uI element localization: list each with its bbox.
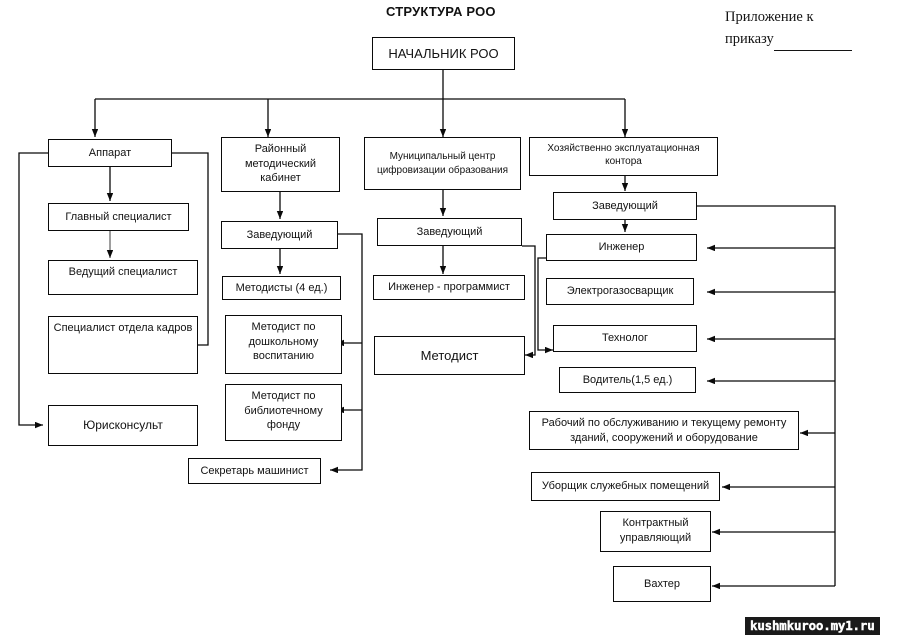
- node-metodist-po-bibliotechnomu-fondu[interactable]: Методист по библиотечному фонду: [225, 384, 342, 441]
- node-vahter[interactable]: Вахтер: [613, 566, 711, 602]
- node-elektrogazosvarshchik[interactable]: Электрогазосварщик: [546, 278, 694, 305]
- node-hozyaystvenno-ekspluatacionnaya-kontora[interactable]: Хозяйственно эксплуатационная контора: [529, 137, 718, 176]
- node-metodisty-4ed[interactable]: Методисты (4 ед.): [222, 276, 341, 300]
- node-glavny-specialist[interactable]: Главный специалист: [48, 203, 189, 231]
- node-zaveduyushchiy-rmk[interactable]: Заведующий: [221, 221, 338, 249]
- node-nachalnik-roo[interactable]: НАЧАЛЬНИК РОО: [372, 37, 515, 70]
- node-inzhener-programmist[interactable]: Инженер - программист: [373, 275, 525, 300]
- annotation-blank-line: [773, 38, 852, 51]
- node-specialist-otdela-kadrov[interactable]: Специалист отдела кадров: [48, 316, 198, 374]
- order-annotation: Приложение к приказу: [725, 7, 900, 51]
- annotation-line-2: приказу: [725, 29, 900, 51]
- annotation-line-1: Приложение к: [725, 9, 814, 25]
- node-metodist[interactable]: Методист: [374, 336, 525, 375]
- site-watermark: kushmkuroo.my1.ru: [745, 617, 880, 635]
- node-sekretar-mashinist[interactable]: Секретарь машинист: [188, 458, 321, 484]
- node-yuriskonsult[interactable]: Юрисконсульт: [48, 405, 198, 446]
- node-voditel[interactable]: Водитель(1,5 ед.): [559, 367, 696, 393]
- node-uborshchik-sluzhebnyh-pomeshcheniy[interactable]: Уборщик служебных помещений: [531, 472, 720, 501]
- node-zaveduyushchiy-mc[interactable]: Заведующий: [377, 218, 522, 246]
- node-apparat[interactable]: Аппарат: [48, 139, 172, 167]
- node-kontraktny-upravlyayushchiy[interactable]: Контрактный управляющий: [600, 511, 711, 552]
- node-municipalny-centr-cifrovizacii[interactable]: Муниципальный центр цифровизации образов…: [364, 137, 521, 190]
- node-rabochiy-po-obsluzhivaniyu[interactable]: Рабочий по обслуживанию и текущему ремон…: [529, 411, 799, 450]
- node-rayonny-metodichesky-kabinet[interactable]: Районный методический кабинет: [221, 137, 340, 192]
- node-metodist-po-doshkolnomu-vospitaniyu[interactable]: Методист по дошкольному воспитанию: [225, 315, 342, 374]
- node-tehnolog[interactable]: Технолог: [553, 325, 697, 352]
- node-zaveduyushchiy-hek[interactable]: Заведующий: [553, 192, 697, 220]
- page-title: СТРУКТУРА РОО: [386, 4, 496, 19]
- node-inzhener[interactable]: Инженер: [546, 234, 697, 261]
- node-vedushchiy-specialist[interactable]: Ведущий специалист: [48, 260, 198, 295]
